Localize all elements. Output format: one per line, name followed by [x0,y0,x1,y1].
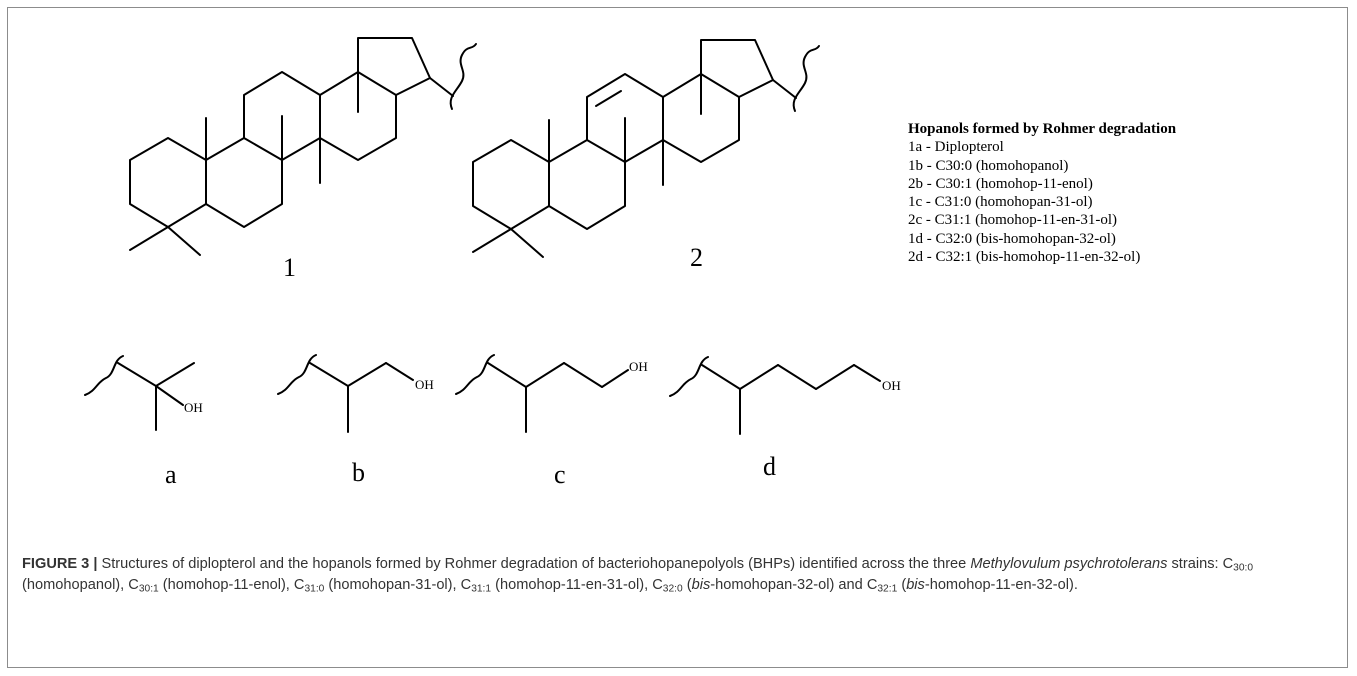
legend-item: 1d - C32:0 (bis-homohopan-32-ol) [908,230,1116,247]
structure-label-2: 2 [690,243,703,272]
legend-item: 2b - C30:1 (homohop-11-enol) [908,175,1093,192]
hopene-structure-2 [472,39,820,258]
oh-label-c: OH [629,359,648,374]
oh-label-d: OH [882,378,901,393]
hopanol-legend: Hopanols formed by Rohmer degradation 1a… [908,120,1176,266]
species-name: Methylovulum psychrotolerans [970,556,1168,572]
legend-title: Hopanols formed by Rohmer degradation [908,121,1177,137]
oh-label-b: OH [415,377,434,392]
legend-item: 2c - C31:1 (homohop-11-en-31-ol) [908,212,1117,229]
structure-label-d: d [763,452,776,481]
structure-label-1: 1 [283,253,296,282]
structure-label-c: c [554,460,566,489]
figure-frame [7,7,1348,668]
oh-label-a: OH [184,400,203,415]
structure-label-a: a [165,460,177,489]
legend-item: 1b - C30:0 (homohopanol) [908,157,1069,174]
structure-label-b: b [352,458,365,487]
legend-item: 1a - Diplopterol [908,139,1004,156]
side-chain-c [455,354,629,433]
hopane-structure-1 [129,37,477,256]
side-chain-d [669,356,881,435]
figure-number: FIGURE 3 | [22,556,98,572]
side-chain-a [84,355,195,431]
legend-item: 2d - C32:1 (bis-homohop-11-en-32-ol) [908,249,1141,266]
figure-caption: FIGURE 3 | Structures of diplopterol and… [22,556,1254,595]
side-chain-b [277,354,414,433]
legend-item: 1c - C31:0 (homohopan-31-ol) [908,194,1093,211]
